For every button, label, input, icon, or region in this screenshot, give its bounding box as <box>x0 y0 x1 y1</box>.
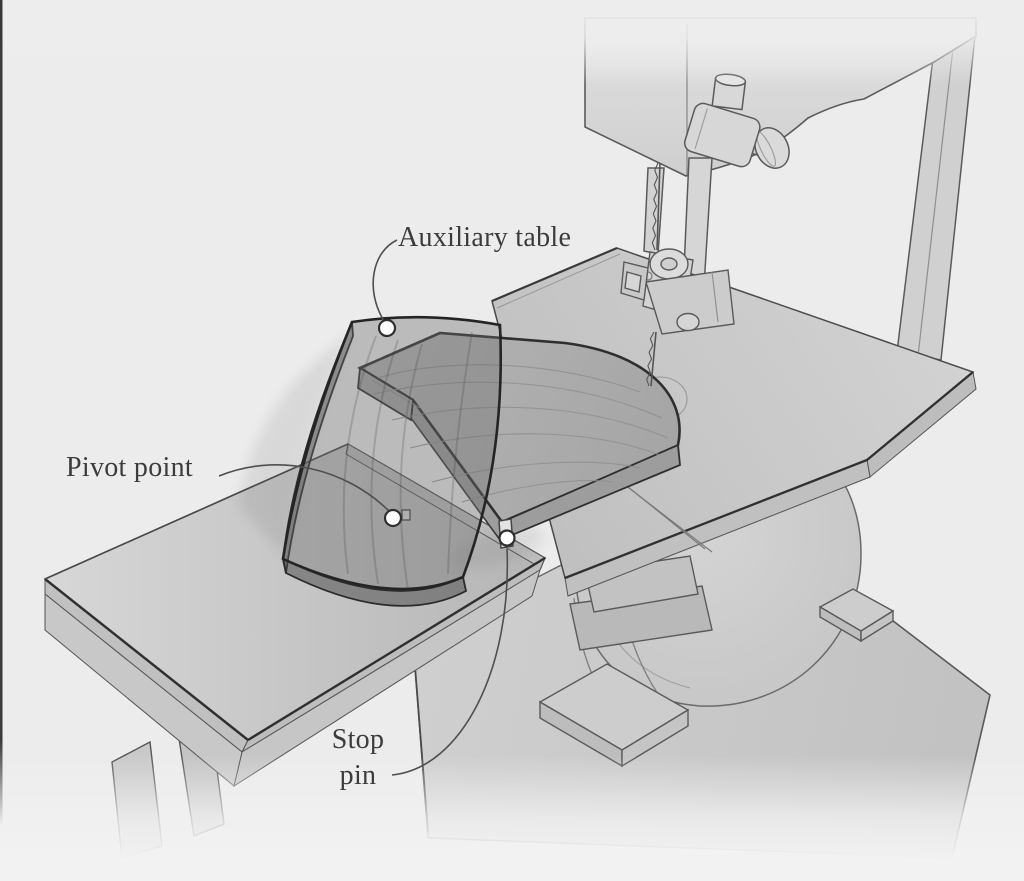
blade-upper <box>651 162 661 251</box>
lock-block-body <box>683 102 761 168</box>
auxiliary-table-plate <box>281 315 503 607</box>
plate-streak <box>342 335 377 575</box>
grain-line <box>431 461 641 483</box>
plate-reflections <box>342 331 473 591</box>
blade-body <box>650 331 657 387</box>
right-foot-side <box>860 609 894 643</box>
pivot-point-leader <box>218 464 390 512</box>
plate-bottom-thickness <box>281 557 468 607</box>
auxiliary-table-callout-dot <box>377 318 397 338</box>
grain-line <box>373 381 663 419</box>
stop-pin-label: Stop pin <box>316 722 400 794</box>
pivot-pin <box>401 509 411 521</box>
bench-left-corner-line <box>44 578 249 741</box>
pivot-point-callout-dot <box>383 508 403 528</box>
bench-front-corner-line <box>247 556 546 742</box>
guide-thumbscrew <box>676 312 700 332</box>
tension-knob <box>754 127 790 169</box>
table-front-edge-line <box>564 371 974 580</box>
top-fade <box>0 0 1024 85</box>
auxiliary-table-label: Auxiliary table <box>398 222 572 253</box>
plate-shadow-right <box>452 526 544 570</box>
blade-lower <box>645 331 657 387</box>
blade-teeth <box>645 331 655 387</box>
plate-streak <box>399 343 423 591</box>
wood-grain <box>371 364 669 503</box>
guide-main-block <box>645 269 735 335</box>
lock-block-edge <box>694 108 708 149</box>
grain-line <box>371 379 421 409</box>
left-border-line <box>0 0 3 860</box>
guide-lock-assembly <box>683 73 790 169</box>
plate-streak <box>370 339 399 585</box>
plate-streak <box>447 331 473 575</box>
workpiece-board <box>357 331 681 543</box>
stop-pin-label-line2: pin <box>339 760 377 791</box>
lock-block <box>683 102 761 168</box>
miter-slot-line2 <box>615 477 713 553</box>
table-back-edge <box>491 246 618 303</box>
pivot-point-label: Pivot point <box>66 452 193 483</box>
upper-blade-guide <box>620 248 735 335</box>
grain-line <box>461 480 613 503</box>
stop-pin-label-line1: Stop <box>331 724 385 755</box>
callouts <box>218 239 516 776</box>
auxiliary-table-leader <box>372 239 398 322</box>
plate-top-face <box>281 315 503 591</box>
stop-pin-callout-dot <box>498 529 516 547</box>
blade-teeth <box>651 162 659 251</box>
grain-line <box>391 406 669 439</box>
column-edge <box>917 47 954 357</box>
guide-side-block-face <box>624 271 642 293</box>
bandsaw-table <box>491 246 977 597</box>
grain-line <box>409 433 661 456</box>
bottom-fade <box>0 755 1024 881</box>
stop-pin-leader <box>391 548 509 776</box>
guide-bearing-hub <box>660 257 678 271</box>
workbench <box>43 443 547 859</box>
blade-body <box>656 162 661 251</box>
grain-line <box>377 364 641 393</box>
plate-shadow <box>238 332 350 558</box>
table-back-edge-highlight <box>496 253 621 309</box>
guide-block-edge <box>711 271 719 323</box>
